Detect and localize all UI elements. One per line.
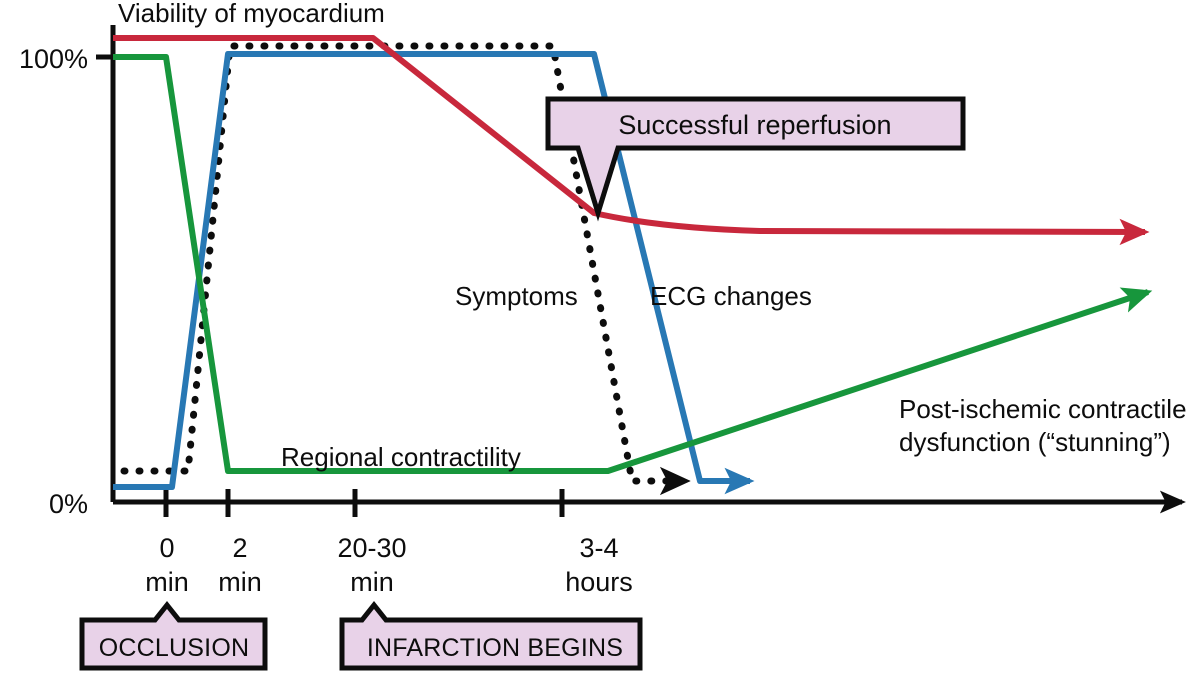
x-axis-label-value-2: 20-30 <box>337 533 406 563</box>
x-axis-labels: 0 min 2 min 20-30 min 3-4 hours <box>145 533 633 597</box>
callout-occlusion[interactable]: OCCLUSION <box>79 600 268 671</box>
label-stunning-line2: dysfunction (“stunning”) <box>899 427 1171 457</box>
x-axis-label-value-0: 0 <box>159 533 174 563</box>
label-viability-of-myocardium: Viability of myocardium <box>118 0 385 28</box>
viability-curve <box>113 35 1150 246</box>
infarction-begins-label: INFARCTION BEGINS <box>367 634 623 662</box>
x-axis-label-unit-3: hours <box>565 567 633 597</box>
successful-reperfusion-label: Successful reperfusion <box>618 110 891 140</box>
x-axis-label-unit-1: min <box>218 567 262 597</box>
series-viability <box>113 35 1150 246</box>
y-axis-labels: 100% 0% <box>19 44 88 519</box>
x-axis-label-value-3: 3-4 <box>579 533 618 563</box>
label-regional-contractility: Regional contractility <box>281 442 521 472</box>
series-ecg-changes <box>113 51 755 495</box>
infarction-begins-box <box>339 600 643 671</box>
ecg-changes-curve <box>113 51 755 495</box>
callout-infarction-begins[interactable]: INFARCTION BEGINS <box>339 600 643 671</box>
series-regional-contractility <box>113 54 1153 474</box>
label-ecg-changes: ECG changes <box>650 281 812 311</box>
curve-text-labels: Viability of myocardium Symptoms ECG cha… <box>118 0 1187 472</box>
y-axis-label-0: 0% <box>49 489 88 519</box>
occlusion-box <box>79 600 268 671</box>
callout-successful-reperfusion[interactable]: Successful reperfusion <box>545 96 966 222</box>
x-axis-label-unit-2: min <box>350 567 394 597</box>
x-axis-label-unit-0: min <box>145 567 189 597</box>
y-axis-label-100: 100% <box>19 44 88 74</box>
successful-reperfusion-box <box>545 96 966 222</box>
label-symptoms: Symptoms <box>455 281 578 311</box>
chart-axes <box>96 25 1186 517</box>
regional-contractility-curve <box>113 54 1153 474</box>
x-axis-label-value-1: 2 <box>232 533 247 563</box>
label-stunning-line1: Post-ischemic contractile <box>899 394 1187 424</box>
occlusion-label: OCCLUSION <box>99 634 249 662</box>
